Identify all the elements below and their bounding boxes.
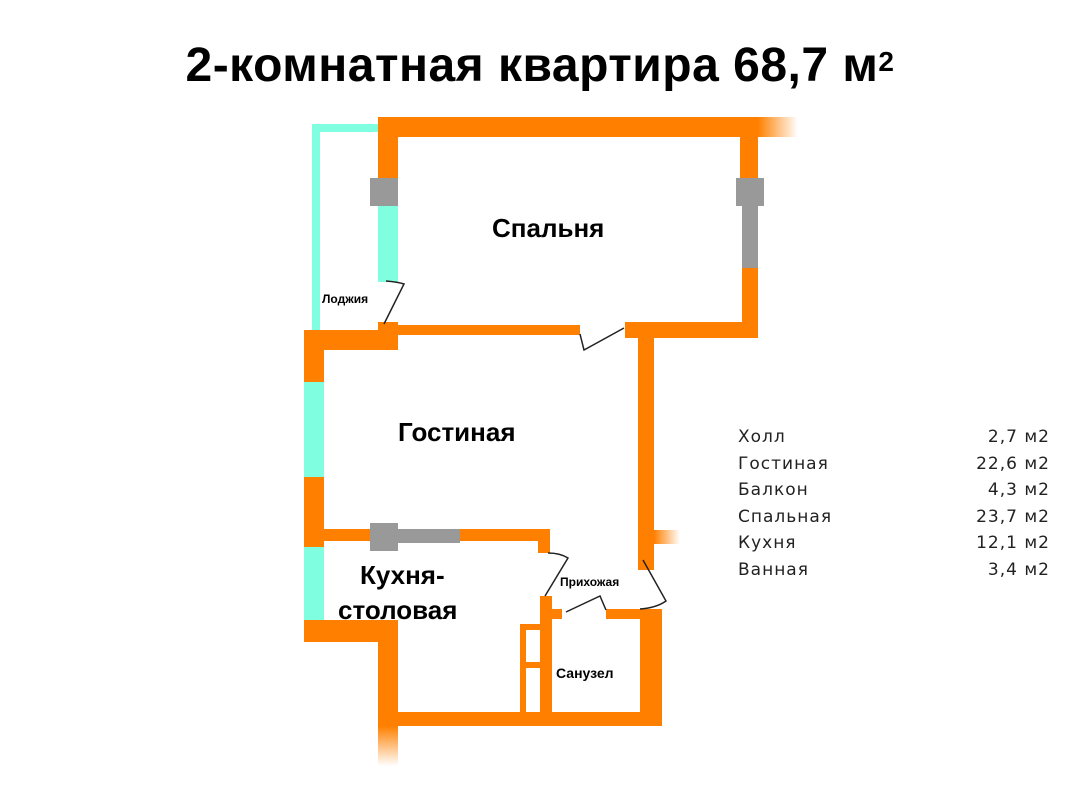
area-name: Кухня (738, 533, 797, 553)
bathroom-walls (520, 596, 662, 720)
area-row: Балкон 4,3 м2 (738, 477, 1050, 504)
area-value: 22,6 м2 (976, 453, 1050, 474)
area-value: 4,3 м2 (987, 480, 1050, 500)
living-walls (304, 322, 680, 570)
area-value: 2,7 м2 (987, 427, 1050, 447)
kitchen-window (304, 547, 324, 620)
door-bathroom (565, 594, 607, 613)
label-bathroom: Санузел (556, 665, 614, 681)
door-loggia (383, 280, 406, 325)
area-value: 23,7 м2 (976, 506, 1050, 527)
area-row: Холл 2,7 м2 (738, 424, 1050, 451)
area-name: Ванная (738, 559, 809, 580)
area-row: Ванная 3,4 м2 (738, 557, 1050, 584)
bedroom-left-window (370, 178, 398, 282)
label-kitchen-line1: Кухня- (360, 560, 445, 590)
kitchen-walls (304, 529, 662, 766)
plan-title-text: 2-комнатная квартира 68,7 м (185, 39, 879, 92)
living-window (304, 382, 324, 477)
label-living: Гостиная (398, 417, 516, 447)
area-name: Балкон (738, 480, 809, 500)
area-name: Спальная (738, 506, 833, 527)
door-entrance (639, 559, 667, 610)
bedroom-walls (378, 117, 798, 338)
label-loggia: Лоджия (322, 292, 368, 306)
plan-title-superscript: 2 (878, 46, 895, 77)
area-row: Гостиная 22,6 м2 (738, 451, 1050, 478)
door-kitchen (544, 552, 570, 597)
label-kitchen-line2: столовая (338, 595, 457, 625)
door-bedroom (579, 327, 625, 352)
area-row: Спальная 23,7 м2 (738, 504, 1050, 531)
area-row: Кухня 12,1 м2 (738, 530, 1050, 557)
label-bedroom: Спальня (492, 213, 604, 243)
plan-title: 2-комнатная квартира 68,7 м2 (0, 36, 1080, 96)
bedroom-right-window (736, 178, 764, 268)
area-name: Гостиная (738, 453, 829, 474)
loggia-glazing (312, 124, 380, 334)
area-value: 12,1 м2 (976, 533, 1050, 553)
area-value: 3,4 м2 (987, 559, 1050, 580)
area-name: Холл (738, 427, 786, 447)
label-hallway: Прихожая (560, 575, 619, 589)
kitchen-radiator (370, 523, 460, 551)
area-table: Холл 2,7 м2 Гостиная 22,6 м2 Балкон 4,3 … (738, 424, 1050, 583)
